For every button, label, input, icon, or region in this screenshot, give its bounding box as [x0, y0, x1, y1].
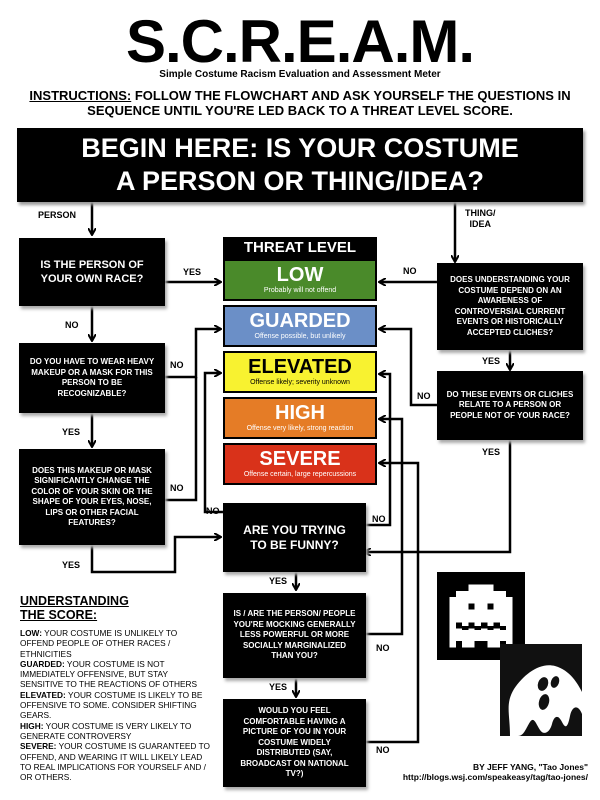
legend-text: YOUR COSTUME IS NOT IMMEDIATELY OFFENSIV…	[20, 658, 198, 690]
legend-label: LOW:	[20, 628, 42, 638]
threat-desc: Offense very likely, strong reaction	[246, 425, 354, 432]
edge-label-no: NO	[417, 391, 431, 401]
threat-level-high: HIGH Offense very likely, strong reactio…	[223, 397, 377, 439]
instructions: INSTRUCTIONS: FOLLOW THE FLOWCHART AND A…	[20, 88, 580, 118]
edge-label-no: NO	[65, 320, 79, 330]
legend-text: YOUR COSTUME IS GUARANTEED TO OFFEND, AN…	[20, 741, 210, 783]
legend-label: HIGH:	[20, 720, 44, 731]
legend-label: GUARDED:	[20, 658, 65, 669]
threat-desc: Probably will not offend	[263, 287, 337, 294]
cartoon-ghost-icon	[500, 644, 582, 736]
edge-label-no: NO	[372, 514, 386, 524]
threat-level-guarded: GUARDED Offense possible, but unlikely	[223, 305, 377, 347]
legend-label: ELEVATED:	[20, 689, 66, 700]
start-line-1: BEGIN HERE: IS YOUR COSTUME	[81, 133, 519, 163]
branch-label-person: PERSON	[38, 210, 77, 220]
legend-item-guarded: GUARDED: YOUR COSTUME IS NOT IMMEDIATELY…	[20, 659, 210, 690]
threat-desc: Offense certain, large repercussions	[243, 471, 357, 478]
edge-label-yes: YES	[62, 427, 81, 437]
start-box: BEGIN HERE: IS YOUR COSTUME A PERSON OR …	[17, 128, 583, 202]
legend-label: SEVERE:	[20, 741, 57, 752]
legend-item-elevated: ELEVATED: YOUR COSTUME IS LIKELY TO BE O…	[20, 690, 210, 721]
page-title: S.C.R.E.A.M.	[125, 8, 475, 75]
threat-level-severe: SEVERE Offense certain, large repercussi…	[223, 443, 377, 485]
legend-heading-line-1: UNDERSTANDING	[20, 594, 129, 608]
edge-label-no: NO	[403, 266, 417, 276]
edge-label-no: NO	[170, 360, 184, 370]
legend-item-severe: SEVERE: YOUR COSTUME IS GUARANTEED TO OF…	[20, 741, 210, 782]
threat-name: ELEVATED	[248, 356, 352, 378]
edge-label-yes: YES	[482, 447, 501, 457]
legend-text: YOUR COSTUME IS VERY LIKELY TO GENERATE …	[20, 720, 192, 741]
edge-label-yes: YES	[62, 560, 81, 570]
credit: BY JEFF YANG, "Tao Jones" http://blogs.w…	[403, 762, 588, 782]
branch-label-idea: IDEA	[469, 219, 491, 229]
branch-label-thing-idea: THING/ IDEA	[465, 208, 496, 230]
question-comfortable: WOULD YOU FEEL COMFORTABLE HAVING A PICT…	[223, 699, 366, 787]
instructions-text: FOLLOW THE FLOWCHART AND ASK YOURSELF TH…	[87, 88, 571, 118]
legend-item-low: LOW: YOUR COSTUME IS UNLIKELY TO OFFEND …	[20, 628, 210, 659]
legend-text: YOUR COSTUME IS LIKELY TO BE OFFENSIVE T…	[20, 689, 203, 721]
threat-name: HIGH	[275, 402, 325, 424]
edge-label-no: NO	[170, 483, 184, 493]
question-relate-race: DO THESE EVENTS OR CLICHES RELATE TO A P…	[437, 371, 583, 440]
threat-level-header: THREAT LEVEL	[223, 237, 377, 259]
credit-byline: BY JEFF YANG, "Tao Jones"	[473, 762, 588, 772]
question-own-race: IS THE PERSON OF YOUR OWN RACE?	[19, 238, 165, 306]
credit-url[interactable]: http://blogs.wsj.com/speakeasy/tag/tao-j…	[402, 772, 588, 782]
branch-label-thing: THING/	[465, 208, 496, 218]
question-mocking: IS / ARE THE PERSON/ PEOPLE YOU'RE MOCKI…	[223, 593, 366, 678]
legend-item-high: HIGH: YOUR COSTUME IS VERY LIKELY TO GEN…	[20, 721, 210, 742]
instructions-label: INSTRUCTIONS:	[29, 88, 132, 103]
threat-level-low: LOW Probably will not offend	[223, 259, 377, 301]
legend-heading-line-2: THE SCORE:	[20, 608, 98, 622]
threat-level-elevated: ELEVATED Offense likely; severity unknow…	[223, 351, 377, 393]
edge-label-yes: YES	[482, 356, 501, 366]
edge-label-no: NO	[376, 745, 390, 755]
edge-label-yes: YES	[269, 576, 288, 586]
question-change-features: DOES THIS MAKEUP OR MASK SIGNIFICANTLY C…	[19, 449, 165, 545]
question-awareness: DOES UNDERSTANDING YOUR COSTUME DEPEND O…	[437, 263, 583, 350]
threat-desc: Offense likely; severity unknown	[250, 379, 350, 386]
threat-name: LOW	[276, 264, 324, 286]
question-heavy-makeup: DO YOU HAVE TO WEAR HEAVY MAKEUP OR A MA…	[19, 343, 165, 413]
page-subtitle: Simple Costume Racism Evaluation and Ass…	[159, 69, 441, 80]
legend-text: YOUR COSTUME IS UNLIKELY TO OFFEND PEOPL…	[20, 628, 178, 659]
edge-label-yes: YES	[183, 267, 202, 277]
start-line-2: A PERSON OR THING/IDEA?	[115, 166, 485, 196]
threat-name: SEVERE	[259, 448, 341, 470]
threat-name: GUARDED	[249, 310, 351, 332]
edge-label-no: NO	[376, 643, 390, 653]
edge-label-yes: YES	[269, 682, 288, 692]
edge-label-no: NO	[206, 506, 220, 516]
question-funny: ARE YOU TRYING TO BE FUNNY?	[223, 503, 366, 572]
threat-desc: Offense possible, but unlikely	[254, 333, 346, 340]
